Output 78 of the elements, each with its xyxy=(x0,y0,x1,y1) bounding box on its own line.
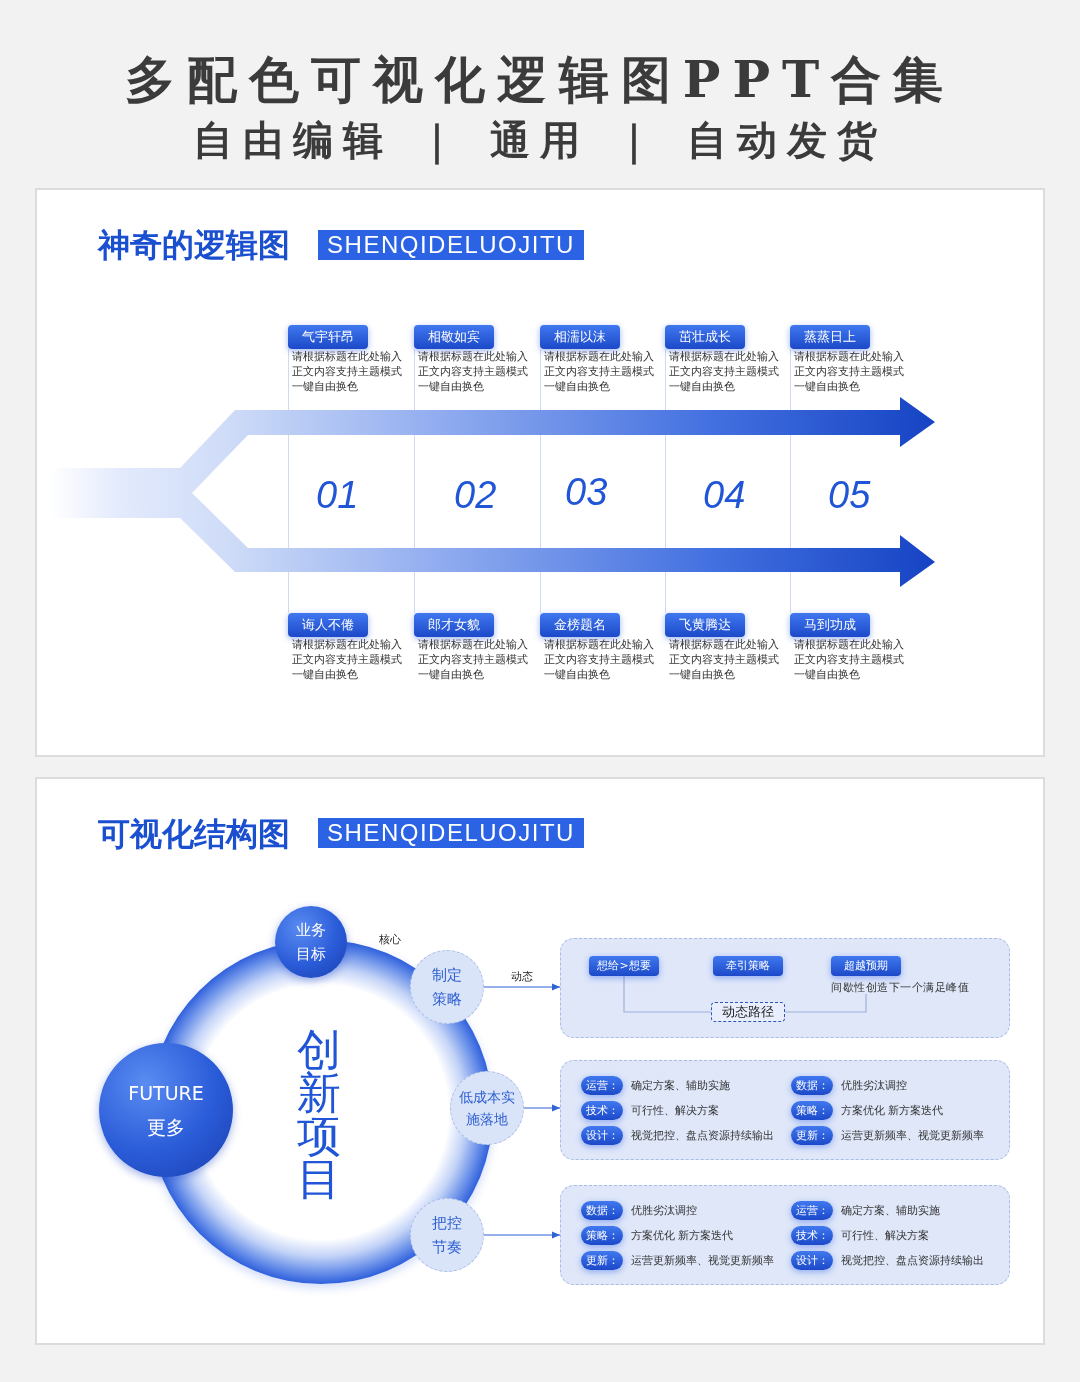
edge-label: 动态 xyxy=(509,970,535,984)
circle-node: 业务目标 xyxy=(275,906,347,978)
label-tag: 想给>想要 xyxy=(589,956,659,976)
connector-line xyxy=(623,975,712,1013)
connector-line xyxy=(784,993,867,1013)
caption-text: 确定方案、辅助实施 xyxy=(841,1204,940,1217)
caption-text: 间歇性创造下一个满足峰值 xyxy=(831,981,969,994)
arrow xyxy=(483,983,561,991)
label-tag: 更新： xyxy=(791,1126,833,1145)
panel-card xyxy=(35,188,1045,757)
caption-text: 运营更新频率、视觉更新频率 xyxy=(841,1129,984,1142)
step-number: 02 xyxy=(454,475,497,515)
label-tag: 金榜题名 xyxy=(540,613,620,637)
label-tag: 策略： xyxy=(791,1101,833,1120)
caption-text: 请根据标题在此处输入正文内容支持主题模式一键自由换色 xyxy=(544,637,655,682)
caption-text: 请根据标题在此处输入正文内容支持主题模式一键自由换色 xyxy=(292,637,403,682)
code-banner: SHENQIDELUOJITU xyxy=(318,818,584,848)
dashed-circle: 低成本实施落地 xyxy=(450,1071,524,1145)
caption-text: 请根据标题在此处输入正文内容支持主题模式一键自由换色 xyxy=(669,349,780,394)
label-tag: 设计： xyxy=(791,1251,833,1270)
caption-text: 请根据标题在此处输入正文内容支持主题模式一键自由换色 xyxy=(418,349,529,394)
circle-node: FUTURE 更多 xyxy=(99,1043,233,1177)
label-tag: 设计： xyxy=(581,1126,623,1145)
caption-text: 请根据标题在此处输入正文内容支持主题模式一键自由换色 xyxy=(292,349,403,394)
caption-text: 运营更新频率、视觉更新频率 xyxy=(631,1254,774,1267)
dashed-circle: 把控节奏 xyxy=(410,1198,484,1272)
label-box: 动态路径 xyxy=(711,1002,785,1022)
note-text: 核心 xyxy=(379,933,401,947)
caption-text: 请根据标题在此处输入正文内容支持主题模式一键自由换色 xyxy=(794,637,905,682)
section-heading: 神奇的逻辑图 xyxy=(98,226,290,264)
label-tag: 数据： xyxy=(581,1201,623,1220)
step-number: 03 xyxy=(565,472,608,512)
label-tag: 技术： xyxy=(581,1101,623,1120)
caption-text: 请根据标题在此处输入正文内容支持主题模式一键自由换色 xyxy=(794,349,905,394)
title: 多配色可视化逻辑图PPT合集 xyxy=(124,49,956,111)
content-panel xyxy=(560,1060,1010,1160)
label-tag: 相濡以沫 xyxy=(540,325,620,349)
label-tag: 超越预期 xyxy=(831,956,901,976)
label-tag: 策略： xyxy=(581,1226,623,1245)
caption-text: 可行性、解决方案 xyxy=(841,1229,929,1242)
code-banner: SHENQIDELUOJITU xyxy=(318,230,584,260)
label-tag: 茁壮成长 xyxy=(665,325,745,349)
caption-text: 视觉把控、盘点资源持续输出 xyxy=(631,1129,774,1142)
caption-text: 视觉把控、盘点资源持续输出 xyxy=(841,1254,984,1267)
label-tag: 运营： xyxy=(791,1201,833,1220)
label-tag: 相敬如宾 xyxy=(414,325,494,349)
caption-text: 方案优化 新方案迭代 xyxy=(631,1229,734,1242)
arrow xyxy=(483,1231,561,1239)
label-tag: 数据： xyxy=(791,1076,833,1095)
label-tag: 诲人不倦 xyxy=(288,613,368,637)
label-tag: 马到功成 xyxy=(790,613,870,637)
arrow xyxy=(523,1104,561,1112)
caption-text: 请根据标题在此处输入正文内容支持主题模式一键自由换色 xyxy=(544,349,655,394)
label-tag: 运营： xyxy=(581,1076,623,1095)
caption-text: 优胜劣汰调控 xyxy=(631,1204,697,1217)
subtitle: 自由编辑 ｜ 通用 ｜ 自动发货 xyxy=(193,115,887,165)
content-panel xyxy=(560,938,1010,1038)
caption-text: 确定方案、辅助实施 xyxy=(631,1079,730,1092)
label-tag: 牵引策略 xyxy=(713,956,783,976)
label-tag: 郎才女貌 xyxy=(414,613,494,637)
caption-text: 请根据标题在此处输入正文内容支持主题模式一键自由换色 xyxy=(418,637,529,682)
content-panel xyxy=(560,1185,1010,1285)
step-number: 01 xyxy=(316,475,359,515)
caption-text: 请根据标题在此处输入正文内容支持主题模式一键自由换色 xyxy=(669,637,780,682)
section-heading: 可视化结构图 xyxy=(98,815,290,853)
caption-text: 可行性、解决方案 xyxy=(631,1104,719,1117)
label-tag: 更新： xyxy=(581,1251,623,1270)
panel-card xyxy=(35,777,1045,1345)
step-number: 04 xyxy=(703,475,746,515)
caption-text: 方案优化 新方案迭代 xyxy=(841,1104,944,1117)
caption-text: 优胜劣汰调控 xyxy=(841,1079,907,1092)
step-number: 05 xyxy=(828,475,871,515)
label-tag: 蒸蒸日上 xyxy=(790,325,870,349)
dashed-circle: 制定策略 xyxy=(410,950,484,1024)
label-tag: 飞黄腾达 xyxy=(665,613,745,637)
label-tag: 技术： xyxy=(791,1226,833,1245)
label-tag: 气宇轩昂 xyxy=(288,325,368,349)
ring-title: 创新项目 xyxy=(296,1028,342,1200)
